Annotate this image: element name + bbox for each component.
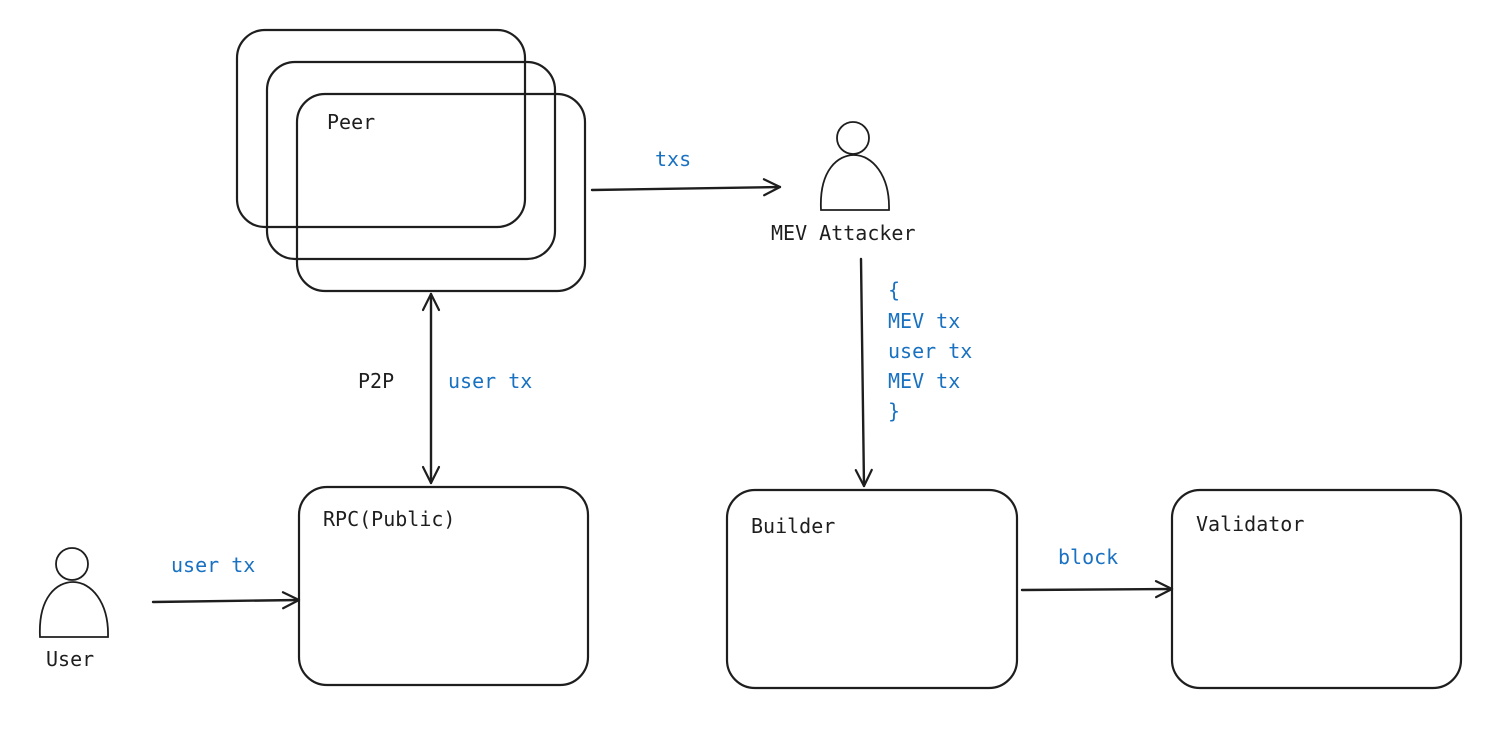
user-label: User bbox=[46, 647, 94, 671]
bundle-user-tx: user tx bbox=[888, 339, 972, 363]
p2p-user-tx-label: user tx bbox=[448, 369, 532, 393]
bundle-open-brace: { bbox=[888, 278, 900, 302]
rpc-box bbox=[297, 485, 590, 687]
user-person-icon bbox=[39, 547, 109, 638]
mev-attacker-node: MEV Attacker bbox=[771, 121, 916, 245]
bundle-mev-tx-2: MEV tx bbox=[888, 369, 960, 393]
arrow-builder-to-validator bbox=[1020, 580, 1174, 599]
arrow-user-to-rpc bbox=[151, 591, 301, 610]
p2p-label: P2P bbox=[358, 369, 394, 393]
arrow-peer-to-attacker bbox=[590, 178, 782, 197]
builder-node: Builder bbox=[725, 488, 1019, 690]
rpc-node: RPC(Public) bbox=[297, 485, 590, 687]
builder-label: Builder bbox=[751, 514, 835, 538]
peer-box-front bbox=[295, 92, 587, 293]
peer-stack: Peer bbox=[235, 28, 587, 293]
mev-attacker-person-icon bbox=[820, 121, 890, 211]
builder-box bbox=[725, 488, 1019, 690]
rpc-label: RPC(Public) bbox=[323, 507, 455, 531]
bundle-mev-tx-1: MEV tx bbox=[888, 309, 960, 333]
mev-attacker-label: MEV Attacker bbox=[771, 221, 916, 245]
user-tx-label: user tx bbox=[171, 553, 255, 577]
validator-label: Validator bbox=[1196, 512, 1304, 536]
txs-label: txs bbox=[655, 147, 691, 171]
peer-box-middle bbox=[265, 60, 557, 261]
bundle-label: { MEV tx user tx MEV tx } bbox=[888, 278, 972, 423]
peer-label: Peer bbox=[327, 110, 375, 134]
bundle-close-brace: } bbox=[888, 399, 900, 423]
arrow-attacker-to-builder bbox=[854, 257, 873, 488]
block-label: block bbox=[1058, 545, 1118, 569]
validator-node: Validator bbox=[1170, 488, 1463, 690]
peer-box-back bbox=[235, 28, 527, 229]
user-node: User bbox=[39, 547, 109, 671]
